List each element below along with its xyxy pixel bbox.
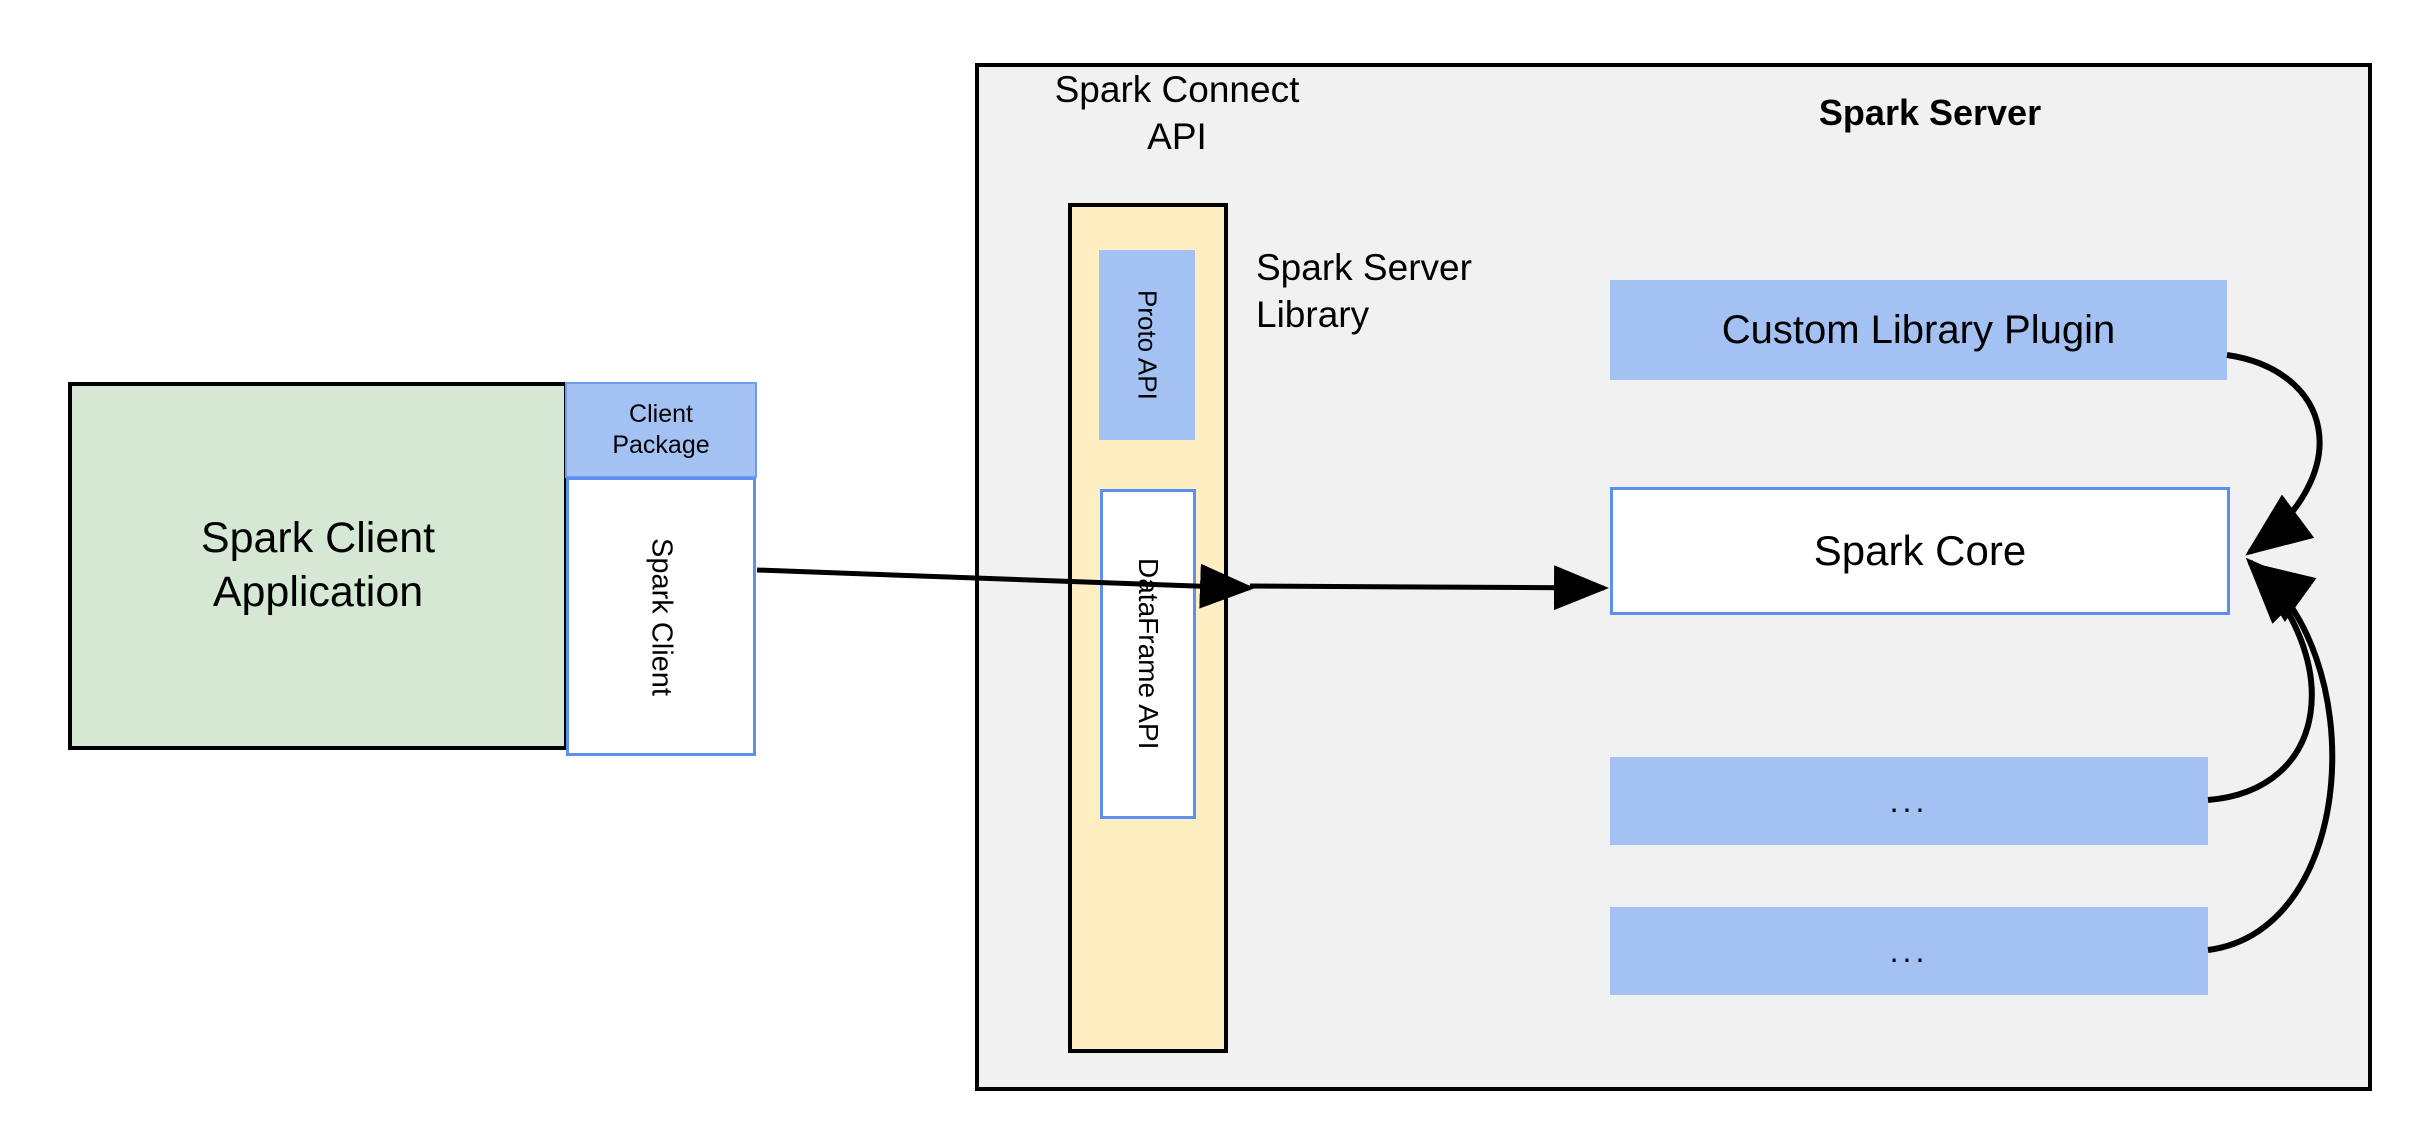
spark-client-label: Spark Client xyxy=(645,537,678,696)
server-component-placeholder-1-label: ... xyxy=(1889,782,1929,819)
server-component-placeholder-2[interactable]: ... xyxy=(1610,907,2208,995)
proto-api-label: Proto API xyxy=(1132,290,1163,400)
server-component-placeholder-2-label: ... xyxy=(1889,932,1929,969)
spark-connect-api-text: Spark Connect API xyxy=(1054,69,1300,158)
dataframe-api-box[interactable]: DataFrame API xyxy=(1100,489,1196,819)
proto-api-box[interactable]: Proto API xyxy=(1099,250,1195,440)
spark-client-application-box[interactable]: Spark Client Application xyxy=(68,382,568,750)
server-component-placeholder-1[interactable]: ... xyxy=(1610,757,2208,845)
spark-server-title-text: Spark Server xyxy=(1818,92,2042,133)
spark-server-library-text: Spark Server Library xyxy=(1256,247,1472,336)
spark-core-box[interactable]: Spark Core xyxy=(1610,487,2230,615)
custom-library-plugin-label: Custom Library Plugin xyxy=(1721,307,2116,352)
spark-server-library-label: Spark Server Library xyxy=(1256,244,1586,339)
spark-client-application-label: Spark Client Application xyxy=(200,514,436,616)
client-package-label: Client Package xyxy=(612,399,710,459)
custom-library-plugin-box[interactable]: Custom Library Plugin xyxy=(1610,280,2227,380)
spark-core-label: Spark Core xyxy=(1813,527,2027,574)
spark-connect-api-label-text: Spark Connect API xyxy=(1012,66,1342,161)
spark-client-box[interactable]: Spark Client xyxy=(566,477,756,756)
spark-server-title: Spark Server xyxy=(1620,92,2240,134)
client-package-box[interactable]: Client Package xyxy=(565,382,757,478)
dataframe-api-label: DataFrame API xyxy=(1133,558,1164,750)
